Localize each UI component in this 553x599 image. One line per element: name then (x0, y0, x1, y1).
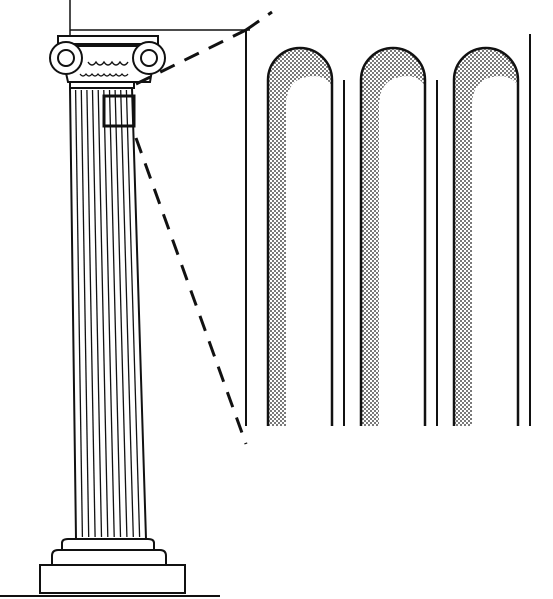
necking (69, 81, 135, 89)
flute-outline (359, 46, 427, 426)
column-base (39, 538, 186, 594)
detail-marker (102, 94, 136, 128)
column-shaft (68, 87, 148, 540)
callout-lines (134, 10, 273, 445)
flute-line (97, 89, 109, 538)
flute-line (86, 89, 96, 538)
upper-callout-line (135, 28, 247, 86)
bead-row (79, 73, 129, 77)
flute-shadow (268, 48, 332, 426)
flute (359, 46, 438, 426)
flute-outline (266, 46, 334, 426)
flute-line (103, 89, 115, 538)
upper-torus (61, 538, 155, 551)
flute-line (125, 89, 141, 538)
lower-torus (51, 549, 167, 566)
flute-outline (452, 46, 520, 426)
flute-line (114, 89, 128, 538)
flute-line (108, 89, 122, 538)
egg-and-dart (87, 60, 129, 66)
shaft-flutes (74, 89, 141, 538)
flute (452, 34, 531, 426)
abacus (57, 35, 159, 45)
fluting-detail-inset (266, 34, 531, 426)
flute-shadow (361, 48, 425, 426)
lower-callout-line (134, 137, 248, 445)
flute (266, 46, 345, 426)
flute-line (91, 89, 103, 538)
flute-line (74, 89, 84, 538)
plinth (39, 564, 186, 594)
flute-line (80, 89, 90, 538)
flute-line (120, 89, 134, 538)
left-volute-eye (57, 49, 75, 67)
upper-callout-line-top (245, 10, 273, 32)
right-volute-eye (140, 49, 158, 67)
flute-shadow (454, 48, 518, 426)
ionic-capital (49, 0, 250, 89)
